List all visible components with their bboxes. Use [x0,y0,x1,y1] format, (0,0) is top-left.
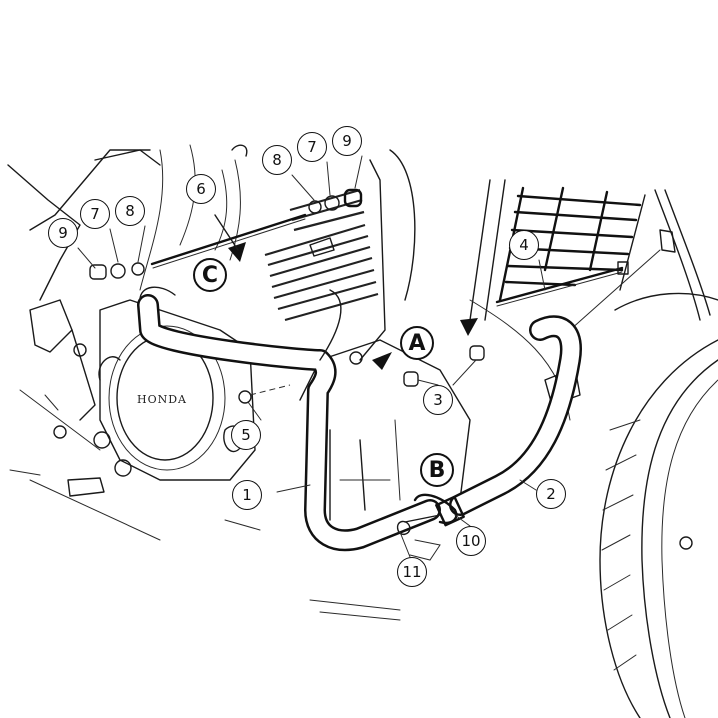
callout-detail-A: A [400,326,434,360]
cylinder-fins [264,149,416,361]
callout-part-10: 10 [456,526,486,556]
mount-clamp [396,493,465,561]
callout-detail-C: C [193,258,227,292]
callout-part-11: 11 [397,557,427,587]
front-tyre [599,339,718,718]
callout-part-9-right: 9 [332,126,362,156]
callout-part-8-right: 8 [262,145,292,175]
callout-part-2: 2 [536,479,566,509]
assembly-arrows [214,214,478,370]
footpeg-bracket [9,299,161,541]
callout-part-7-left: 7 [80,199,110,229]
hardware [89,188,629,387]
callout-part-6: 6 [186,174,216,204]
callout-part-3: 3 [423,385,453,415]
callout-part-9-left: 9 [48,218,78,248]
callout-part-7-right: 7 [297,132,327,162]
callout-part-8-left: 8 [115,196,145,226]
radiator [469,179,646,321]
fork-hoses [569,189,718,331]
leader-lines [77,155,546,558]
callout-part-5: 5 [231,420,261,450]
callout-detail-B: B [420,453,454,487]
callout-part-1: 1 [232,480,262,510]
callout-part-4: 4 [509,230,539,260]
honda-brand-mark: HONDA [137,393,187,406]
crash-bar [137,286,582,552]
clutch-cover [98,299,291,481]
